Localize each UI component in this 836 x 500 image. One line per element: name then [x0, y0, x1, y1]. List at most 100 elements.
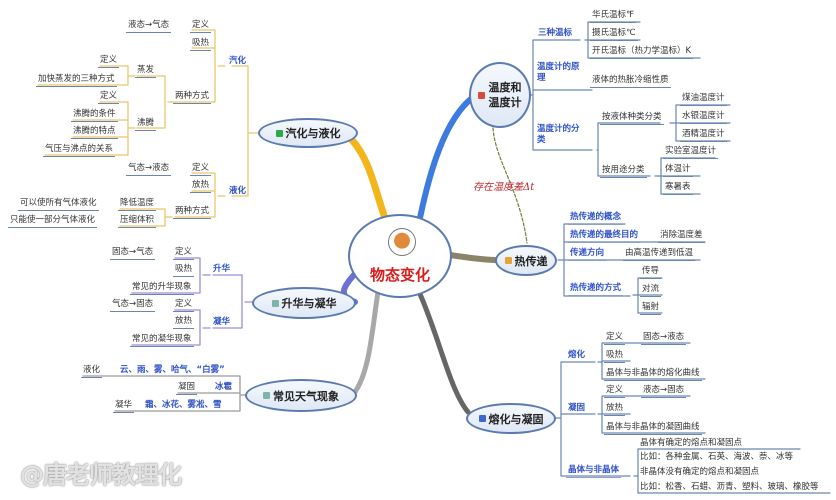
topic-marker-icon [275, 129, 283, 137]
leaf-node[interactable]: 对流 [640, 284, 662, 297]
leaf-node[interactable]: 凝华 [113, 400, 135, 413]
topic-title: 熔化与凝固 [488, 412, 544, 426]
topic-melting-solidification[interactable]: 熔化与凝固 [466, 403, 556, 434]
leaf-node[interactable]: 液态→固态 [641, 385, 687, 398]
subtopic-node[interactable]: 液化 [229, 186, 247, 196]
leaf-node[interactable]: 定义 [98, 55, 120, 68]
topic-heat-transfer[interactable]: 热传递 [495, 245, 557, 276]
subtopic-node[interactable]: 晶体与非晶体 [566, 465, 622, 478]
leaf-node[interactable]: 晶体有确定的熔点和凝固点 [640, 438, 743, 448]
leaf-node[interactable]: 定义 [98, 91, 120, 104]
leaf-node[interactable]: 沸腾 [135, 118, 157, 131]
subtopic-node[interactable]: 汽化 [229, 56, 247, 66]
topic-title: 温度和温度计 [488, 81, 522, 109]
temperature-difference-annotation: 存在温度差Δt [473, 182, 535, 193]
leaf-node[interactable]: 摄氏温标℃ [590, 28, 638, 41]
leaf-node[interactable]: 晶体与非晶体的熔化曲线 [604, 368, 702, 381]
central-topic-title: 物态变化 [369, 266, 430, 284]
leaf-node[interactable]: 煤油温度计 [680, 93, 727, 106]
leaf-node[interactable]: 放热 [604, 403, 626, 416]
topic-temperature-thermometer[interactable]: 温度和温度计 [469, 62, 531, 128]
subtopic-node[interactable]: 霜、冰花、雾凇、雪 [145, 400, 222, 410]
topic-marker-icon [271, 299, 279, 307]
leaf-node[interactable]: 定义 [173, 299, 195, 312]
central-topic[interactable]: 物态变化 [348, 214, 452, 298]
leaf-node[interactable]: 两种方式 [173, 206, 212, 219]
leaf-node[interactable]: 华氏温标℉ [590, 10, 637, 23]
leaf-node[interactable]: 固态→气态 [110, 247, 156, 260]
leaf-node[interactable]: 气态→固态 [110, 299, 156, 312]
subtopic-node[interactable]: 冰雹 [215, 382, 233, 392]
leaf-node[interactable]: 定义 [190, 20, 212, 33]
branch-vaporization [348, 136, 389, 222]
leaf-node[interactable]: 两种方式 [173, 91, 212, 104]
subtopic-node[interactable]: 温度计的原理 [537, 62, 580, 83]
leaf-node[interactable]: 液态→气态 [126, 20, 172, 33]
leaf-node[interactable]: 定义 [604, 385, 626, 398]
leaf-node[interactable]: 体温计 [663, 164, 693, 177]
leaf-node[interactable]: 吸热 [173, 264, 195, 277]
subtopic-node[interactable]: 凝华 [213, 317, 231, 327]
leaf-node[interactable]: 放热 [173, 316, 195, 329]
leaf-node[interactable]: 定义 [190, 163, 212, 176]
leaf-node[interactable]: 降低温度 [118, 198, 157, 211]
topic-title: 热传递 [514, 254, 548, 268]
topic-marker-icon [478, 415, 486, 422]
leaf-node[interactable]: 比如：松香、石蜡、沥青、塑料、玻璃、橡胶等 [640, 482, 819, 492]
leaf-node[interactable]: 定义 [604, 332, 626, 345]
subtopic-node[interactable]: 传递方向 [568, 248, 607, 261]
leaf-node[interactable]: 液体的热胀冷缩性质 [590, 75, 671, 88]
topic-title: 汽化与液化 [285, 127, 341, 140]
subtopic-node[interactable]: 升华 [213, 264, 231, 274]
topic-marker-icon [504, 257, 512, 264]
leaf-node[interactable]: 晶体与非晶体的凝固曲线 [604, 422, 702, 435]
leaf-node[interactable]: 开氏温标（热力学温标）K [590, 46, 694, 59]
leaf-node[interactable]: 水银温度计 [680, 111, 727, 124]
leaf-node[interactable]: 实验室温度计 [663, 146, 719, 159]
leaf-node[interactable]: 放热 [190, 180, 212, 193]
subtopic-node[interactable]: 熔化 [568, 350, 586, 360]
leaf-node[interactable]: 沸腾的条件 [71, 109, 118, 122]
leaf-node[interactable]: 按用途分类 [600, 165, 647, 178]
leaf-node[interactable]: 酒精温度计 [680, 129, 727, 142]
leaf-node[interactable]: 蒸发 [135, 65, 157, 78]
leaf-node[interactable]: 传导 [640, 266, 662, 279]
topic-title: 升华与凝华 [281, 297, 337, 310]
leaf-node[interactable]: 定义 [173, 247, 195, 260]
leaf-node[interactable]: 凝固 [176, 382, 198, 395]
leaf-node[interactable]: 可以使所有气体液化 [18, 198, 99, 211]
leaf-node[interactable]: 液化 [81, 365, 103, 378]
leaf-node[interactable]: 沸腾的特点 [71, 126, 118, 139]
leaf-node[interactable]: 辐射 [640, 302, 662, 315]
leaf-node[interactable]: 常见的凝华现象 [130, 334, 194, 347]
subtopic-node[interactable]: 热传递的最终目的 [568, 230, 641, 243]
leaf-node[interactable]: 由高温传递到低温 [623, 248, 696, 261]
leaf-node[interactable]: 气压与沸点的关系 [43, 144, 116, 157]
topic-sublimation-deposition[interactable]: 升华与凝华 [252, 287, 356, 319]
leaf-node[interactable]: 吸热 [190, 38, 212, 51]
topic-vaporization-liquefaction[interactable]: 汽化与液化 [258, 118, 358, 148]
subtopic-node[interactable]: 凝固 [568, 403, 586, 413]
leaf-node[interactable]: 压缩体积 [118, 215, 157, 228]
branch-temperature [417, 95, 475, 221]
topic-marker-icon [478, 91, 485, 99]
subtopic-node[interactable]: 温度计的分类 [537, 124, 580, 145]
subtopic-node[interactable]: 云、雨、雾、哈气、“白雾” [120, 365, 225, 375]
watermark: @唐老师教理化 [20, 461, 182, 489]
leaf-node[interactable]: 比如：各种金属、石英、海波、萘、冰等 [640, 452, 794, 462]
leaf-node[interactable]: 固态→液态 [641, 332, 687, 345]
leaf-node[interactable]: 只能使一部分气体液化 [8, 215, 98, 228]
leaf-node[interactable]: 常见的升华现象 [130, 282, 194, 295]
leaf-node[interactable]: 气态→液态 [126, 163, 172, 176]
leaf-node[interactable]: 加快蒸发的三种方式 [36, 74, 117, 87]
leaf-node[interactable]: 寒暑表 [663, 182, 693, 195]
leaf-node[interactable]: 按液体种类分类 [600, 112, 664, 125]
subtopic-node[interactable]: 三种温标 [538, 28, 573, 38]
leaf-node[interactable]: 非晶体没有确定的熔点和凝固点 [640, 467, 760, 477]
subtopic-node[interactable]: 热传递的方式 [568, 283, 624, 296]
topic-weather-phenomena[interactable]: 常见天气现象 [245, 379, 357, 412]
leaf-node[interactable]: 消除温度差 [658, 230, 705, 243]
leaf-node[interactable]: 吸热 [604, 350, 626, 363]
subtopic-node[interactable]: 热传递的概念 [568, 212, 624, 225]
